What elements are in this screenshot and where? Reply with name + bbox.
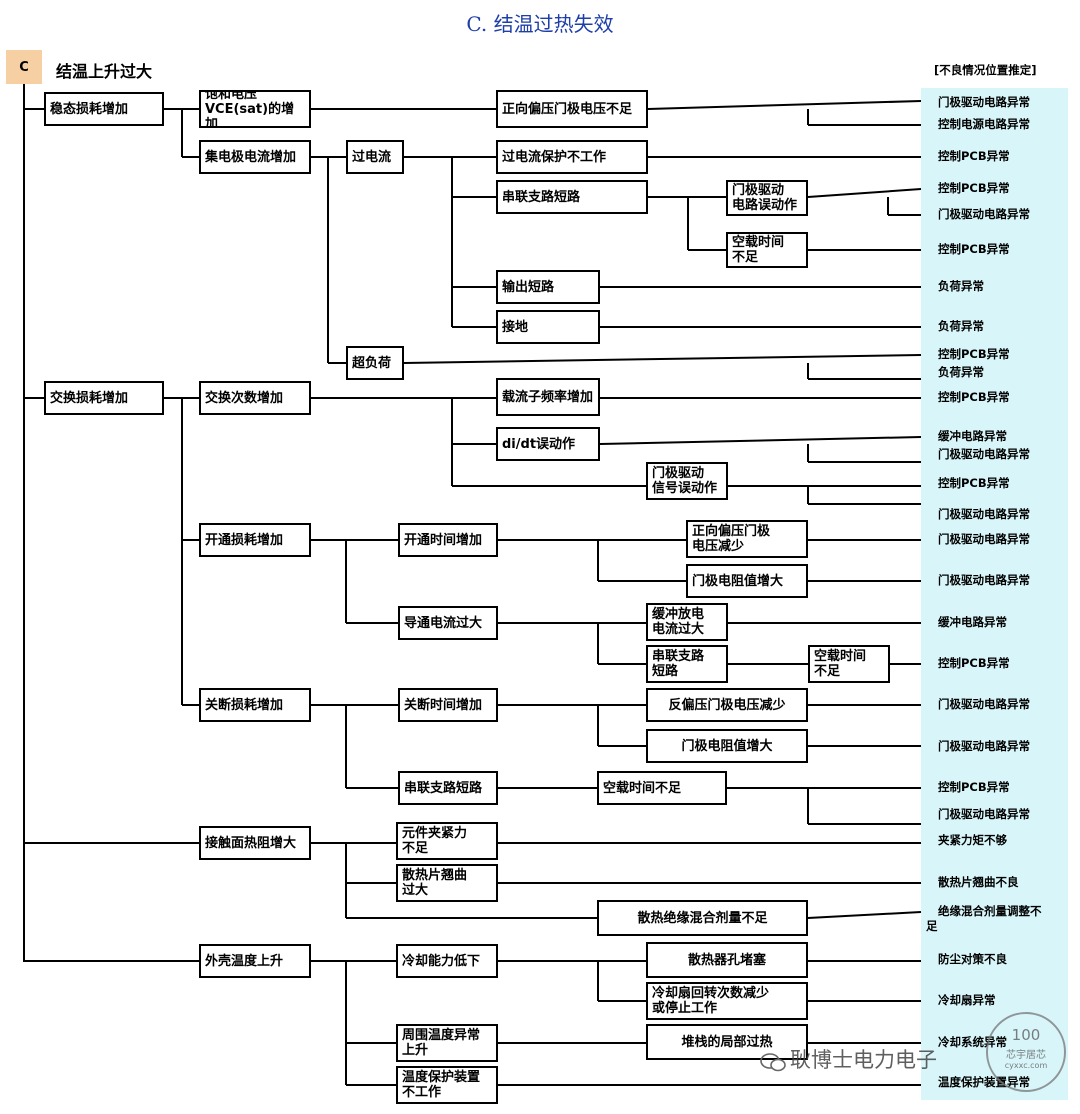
stamp-top: 100 <box>1011 1026 1041 1044</box>
cause-item: 门极驱动电路异常 <box>938 95 1030 109</box>
node-grease-shortage: 散热绝缘混合剂量不足 <box>597 900 808 936</box>
cause-item: 控制PCB异常 <box>938 656 1010 670</box>
connector-line <box>599 436 922 445</box>
page-title: C. 结温过热失效 <box>466 12 614 36</box>
cause-item: 门极驱动电路异常 <box>938 507 1030 521</box>
node-turnon-loss: 开通损耗增加 <box>199 523 311 557</box>
node-oc-protection: 过电流保护不工作 <box>496 140 648 174</box>
cause-item: 负荷异常 <box>938 279 984 293</box>
cause-item: 控制PCB异常 <box>938 181 1010 195</box>
cause-item: 绝缘混合剂量调整不 <box>938 904 1042 918</box>
cause-item: 控制PCB异常 <box>938 149 1010 163</box>
node-gate-drive-fault: 门极驱动 电路误动作 <box>726 180 808 216</box>
cause-item: 控制PCB异常 <box>938 780 1010 794</box>
node-deadtime-short: 空载时间 不足 <box>726 232 808 268</box>
node-case-temperature: 外壳温度上升 <box>199 944 311 978</box>
node-overcurrent: 过电流 <box>346 140 404 174</box>
cause-item: 门极驱动电路异常 <box>938 207 1030 221</box>
node-series-short: 串联支路短路 <box>496 180 648 214</box>
cause-item: 控制PCB异常 <box>938 242 1010 256</box>
node-turnon-time: 开通时间增加 <box>398 523 498 557</box>
node-turnoff-loss: 关断损耗增加 <box>199 688 311 722</box>
node-fan-slowdown: 冷却扇回转次数减少 或停止工作 <box>646 982 808 1020</box>
node-carrier-frequency: 载流子频率增加 <box>496 378 600 416</box>
wechat-icon <box>760 1053 786 1072</box>
node-steady-loss: 稳态损耗增加 <box>44 92 164 126</box>
connector-line <box>807 911 922 919</box>
connector-line <box>403 354 922 364</box>
node-switching-loss: 交换损耗增加 <box>44 381 164 415</box>
cause-item: 冷却扇异常 <box>938 993 996 1007</box>
cause-column-header: [不良情况位置推定] <box>934 63 1037 77</box>
cause-item: 控制电源电路异常 <box>938 117 1030 131</box>
cause-item: 门极驱动电路异常 <box>938 739 1030 753</box>
node-stack-hotspot: 堆栈的局部过热 <box>646 1024 808 1060</box>
root-badge: C <box>6 50 42 84</box>
watermark: 耿博士电力电子 <box>754 1044 937 1074</box>
node-vce-sat: 饱和电压 VCE(sat)的增加 <box>199 90 311 128</box>
node-overload: 超负荷 <box>346 346 404 380</box>
cause-item: 防尘对策不良 <box>938 952 1007 966</box>
node-switching-count: 交换次数增加 <box>199 381 311 415</box>
root-label: 结温上升过大 <box>56 62 153 81</box>
cause-item: 控制PCB异常 <box>938 390 1010 404</box>
cause-item: 负荷异常 <box>938 319 984 333</box>
node-thermal-resistance: 接触面热阻增大 <box>199 826 311 860</box>
connector-line <box>807 188 922 198</box>
node-series-short-3: 串联支路短路 <box>398 771 498 805</box>
cause-item: 门极驱动电路异常 <box>938 447 1030 461</box>
cause-panel <box>921 88 1068 1100</box>
node-temp-protection: 温度保护装置 不工作 <box>396 1066 498 1104</box>
watermark-text: 耿博士电力电子 <box>790 1048 937 1072</box>
cause-item: 足 <box>926 919 938 933</box>
cause-item: 门极驱动电路异常 <box>938 573 1030 587</box>
node-gate-resistance-on: 门极电阻值增大 <box>686 564 808 598</box>
node-on-current: 导通电流过大 <box>398 606 498 640</box>
node-clamp-force: 元件夹紧力 不足 <box>396 822 498 860</box>
cause-item: 缓冲电路异常 <box>938 615 1007 629</box>
node-didt-fault: di/dt误动作 <box>496 427 600 461</box>
stamp-logo: 100 芯宇居芯 cyxxc.com <box>986 1012 1066 1092</box>
node-gate-voltage-low: 正向偏压门极电压不足 <box>496 90 648 128</box>
node-gate-signal-fault: 门极驱动 信号误动作 <box>646 462 728 500</box>
cause-item: 门极驱动电路异常 <box>938 697 1030 711</box>
node-output-short: 输出短路 <box>496 270 600 304</box>
node-heatsink-clog: 散热器孔堵塞 <box>646 942 808 978</box>
cause-item: 门极驱动电路异常 <box>938 807 1030 821</box>
cause-item: 负荷异常 <box>938 365 984 379</box>
cause-item: 门极驱动电路异常 <box>938 532 1030 546</box>
cause-item: 控制PCB异常 <box>938 476 1010 490</box>
cause-item: 散热片翘曲不良 <box>938 875 1019 889</box>
node-deadtime-short-2: 空载时间 不足 <box>808 645 890 683</box>
node-turnoff-time: 关断时间增加 <box>398 688 498 722</box>
node-series-short-2: 串联支路 短路 <box>646 645 728 683</box>
node-gate-resistance-off: 门极电阻值增大 <box>646 729 808 763</box>
node-deadtime-short-3: 空载时间不足 <box>597 771 727 805</box>
node-reverse-gate-drop: 反偏压门极电压减少 <box>646 688 808 722</box>
node-snubber-discharge: 缓冲放电 电流过大 <box>646 603 728 641</box>
cause-item: 夹紧力矩不够 <box>938 833 1007 847</box>
cause-item: 缓冲电路异常 <box>938 429 1007 443</box>
stamp-mid: 芯宇居芯 <box>1006 1050 1046 1061</box>
cause-item: 控制PCB异常 <box>938 347 1010 361</box>
connector-line <box>647 100 922 110</box>
node-ground: 接地 <box>496 310 600 344</box>
node-collector-current: 集电极电流增加 <box>199 140 311 174</box>
stamp-bottom: cyxxc.com <box>1004 1061 1048 1070</box>
node-ambient-temperature: 周围温度异常 上升 <box>396 1024 498 1062</box>
node-heatsink-warp: 散热片翘曲 过大 <box>396 864 498 902</box>
node-forward-gate-drop: 正向偏压门极 电压减少 <box>686 520 808 558</box>
node-cooling-drop: 冷却能力低下 <box>396 944 498 978</box>
